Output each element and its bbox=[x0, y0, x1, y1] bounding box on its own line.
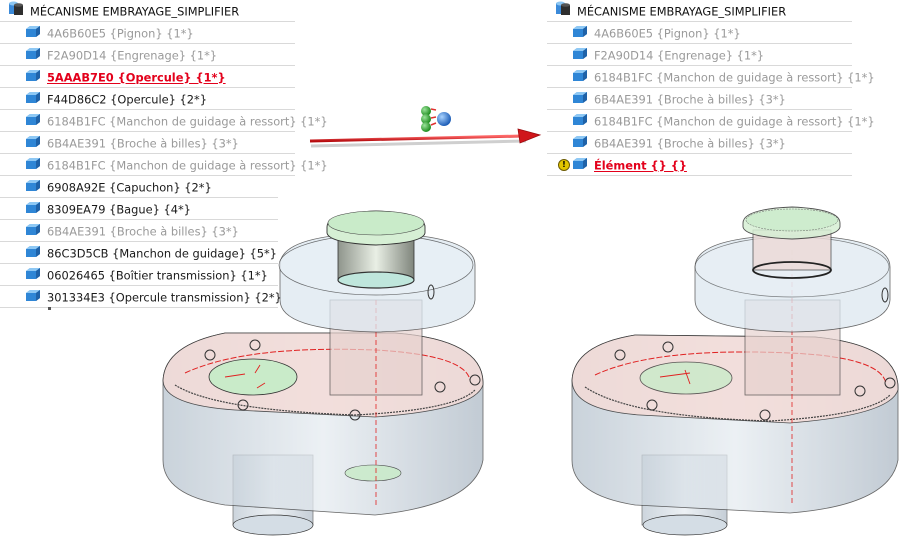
tree-item[interactable]: 4A6B60E5 {Pignon} {1*} bbox=[547, 22, 857, 44]
tree-item[interactable]: 6184B1FC {Manchon de guidage à ressort} … bbox=[547, 66, 875, 88]
tree-item[interactable]: 6B4AE391 {Broche à billes} {3*} bbox=[547, 88, 857, 110]
row-separator bbox=[547, 175, 852, 176]
part-icon bbox=[25, 154, 41, 176]
row-separator bbox=[547, 109, 852, 110]
tree-root-label: MÉCANISME EMBRAYAGE_SIMPLIFIER bbox=[577, 4, 787, 19]
left-assembly-tree: MÉCANISME EMBRAYAGE_SIMPLIFIER 4A6B60E5 … bbox=[0, 0, 328, 308]
tree-item-label: 301334E3 {Opercule transmission} {2*} bbox=[47, 290, 282, 305]
part-icon bbox=[25, 22, 41, 44]
tree-item[interactable]: F2A90D14 {Engrenage} {1*} bbox=[0, 44, 300, 66]
row-separator bbox=[0, 241, 278, 242]
right-assembly-tree: MÉCANISME EMBRAYAGE_SIMPLIFIER 4A6B60E5 … bbox=[547, 0, 875, 176]
tree-item[interactable]: 4A6B60E5 {Pignon} {1*} bbox=[0, 22, 300, 44]
row-separator bbox=[0, 175, 295, 176]
part-icon bbox=[25, 220, 41, 242]
model-view-before[interactable] bbox=[155, 205, 495, 541]
tree-item-label: 6B4AE391 {Broche à billes} {3*} bbox=[47, 224, 239, 239]
tree-item-label: 06026465 {Boîtier transmission} {1*} bbox=[47, 268, 268, 283]
part-icon bbox=[25, 132, 41, 154]
warning-icon: ! bbox=[558, 158, 570, 171]
tree-item-label: 6B4AE391 {Broche à billes} {3*} bbox=[594, 92, 786, 107]
row-separator bbox=[0, 197, 278, 198]
row-separator bbox=[0, 21, 295, 22]
row-separator bbox=[0, 285, 278, 286]
tree-item-label: F2A90D14 {Engrenage} {1*} bbox=[47, 48, 218, 63]
part-icon bbox=[572, 132, 588, 154]
row-separator bbox=[0, 307, 278, 308]
tree-item[interactable]: 6B4AE391 {Broche à billes} {3*} bbox=[0, 220, 300, 242]
tree-item-label: 5AAAB7E0 {Opercule} {1*} bbox=[47, 70, 226, 85]
tree-item[interactable]: ! Élément {} {} bbox=[547, 154, 857, 176]
row-separator bbox=[547, 87, 852, 88]
tree-item-label: 6184B1FC {Manchon de guidage à ressort} … bbox=[594, 114, 875, 129]
tree-item-label: 6B4AE391 {Broche à billes} {3*} bbox=[594, 136, 786, 151]
tree-root[interactable]: MÉCANISME EMBRAYAGE_SIMPLIFIER bbox=[547, 0, 857, 22]
part-icon bbox=[572, 66, 588, 88]
part-icon bbox=[25, 286, 41, 308]
tree-item-label: 6184B1FC {Manchon de guidage à ressort} … bbox=[594, 70, 875, 85]
tree-item[interactable]: 6B4AE391 {Broche à billes} {3*} bbox=[547, 132, 857, 154]
tree-item-label: 86C3D5CB {Manchon de guidage} {5*} bbox=[47, 246, 277, 261]
right-arrow-icon bbox=[309, 128, 542, 148]
row-separator bbox=[0, 109, 295, 110]
tree-item[interactable]: 301334E3 {Opercule transmission} {2*} bbox=[0, 286, 300, 308]
tree-item-label: 6B4AE391 {Broche à billes} {3*} bbox=[47, 136, 239, 151]
tree-item[interactable]: F2A90D14 {Engrenage} {1*} bbox=[547, 44, 857, 66]
row-separator bbox=[0, 153, 295, 154]
part-icon bbox=[25, 198, 41, 220]
row-separator bbox=[547, 43, 852, 44]
row-separator bbox=[0, 131, 295, 132]
model-view-after[interactable] bbox=[560, 195, 905, 541]
row-separator bbox=[0, 43, 295, 44]
tree-item[interactable]: F44D86C2 {Opercule} {2*} bbox=[0, 88, 300, 110]
tree-item-label: F2A90D14 {Engrenage} {1*} bbox=[594, 48, 765, 63]
part-icon bbox=[572, 154, 588, 176]
tree-item-label: F44D86C2 {Opercule} {2*} bbox=[47, 92, 207, 107]
tree-item[interactable]: 6184B1FC {Manchon de guidage à ressort} … bbox=[547, 110, 875, 132]
row-separator bbox=[547, 21, 852, 22]
transition-area bbox=[300, 95, 545, 155]
part-icon bbox=[572, 44, 588, 66]
tree-overflow-marker bbox=[48, 307, 51, 310]
tree-item-label: 8309EA79 {Bague} {4*} bbox=[47, 202, 191, 217]
tree-item-label: 4A6B60E5 {Pignon} {1*} bbox=[594, 26, 741, 41]
tree-item[interactable]: 6184B1FC {Manchon de guidage à ressort} … bbox=[0, 110, 328, 132]
row-separator bbox=[0, 263, 278, 264]
tree-item[interactable]: 6184B1FC {Manchon de guidage à ressort} … bbox=[0, 154, 328, 176]
tree-item[interactable]: 86C3D5CB {Manchon de guidage} {5*} bbox=[0, 242, 300, 264]
tree-root-label: MÉCANISME EMBRAYAGE_SIMPLIFIER bbox=[30, 4, 240, 19]
row-separator bbox=[0, 65, 295, 66]
part-icon bbox=[25, 88, 41, 110]
tree-root[interactable]: MÉCANISME EMBRAYAGE_SIMPLIFIER bbox=[0, 0, 300, 22]
tree-item[interactable]: 06026465 {Boîtier transmission} {1*} bbox=[0, 264, 300, 286]
row-separator bbox=[0, 219, 278, 220]
row-separator bbox=[547, 131, 852, 132]
part-icon bbox=[25, 66, 41, 88]
part-icon bbox=[25, 176, 41, 198]
part-icon bbox=[572, 22, 588, 44]
simplify-molecule-icon bbox=[421, 106, 451, 132]
tree-item[interactable]: 5AAAB7E0 {Opercule} {1*} bbox=[0, 66, 300, 88]
part-icon bbox=[572, 110, 588, 132]
tree-item-label: Élément {} {} bbox=[594, 158, 687, 173]
part-icon bbox=[25, 44, 41, 66]
row-separator bbox=[547, 65, 852, 66]
part-icon bbox=[25, 242, 41, 264]
tree-item-label: 6908A92E {Capuchon} {2*} bbox=[47, 180, 212, 195]
tree-item-label: 6184B1FC {Manchon de guidage à ressort} … bbox=[47, 158, 328, 173]
tree-item[interactable]: 6908A92E {Capuchon} {2*} bbox=[0, 176, 300, 198]
assembly-icon bbox=[8, 0, 24, 22]
part-icon bbox=[572, 88, 588, 110]
tree-item[interactable]: 8309EA79 {Bague} {4*} bbox=[0, 198, 300, 220]
row-separator bbox=[547, 153, 852, 154]
assembly-icon bbox=[555, 0, 571, 22]
row-separator bbox=[0, 87, 295, 88]
part-icon bbox=[25, 110, 41, 132]
part-icon bbox=[25, 264, 41, 286]
tree-item-label: 4A6B60E5 {Pignon} {1*} bbox=[47, 26, 194, 41]
tree-item[interactable]: 6B4AE391 {Broche à billes} {3*} bbox=[0, 132, 300, 154]
tree-item-label: 6184B1FC {Manchon de guidage à ressort} … bbox=[47, 114, 328, 129]
